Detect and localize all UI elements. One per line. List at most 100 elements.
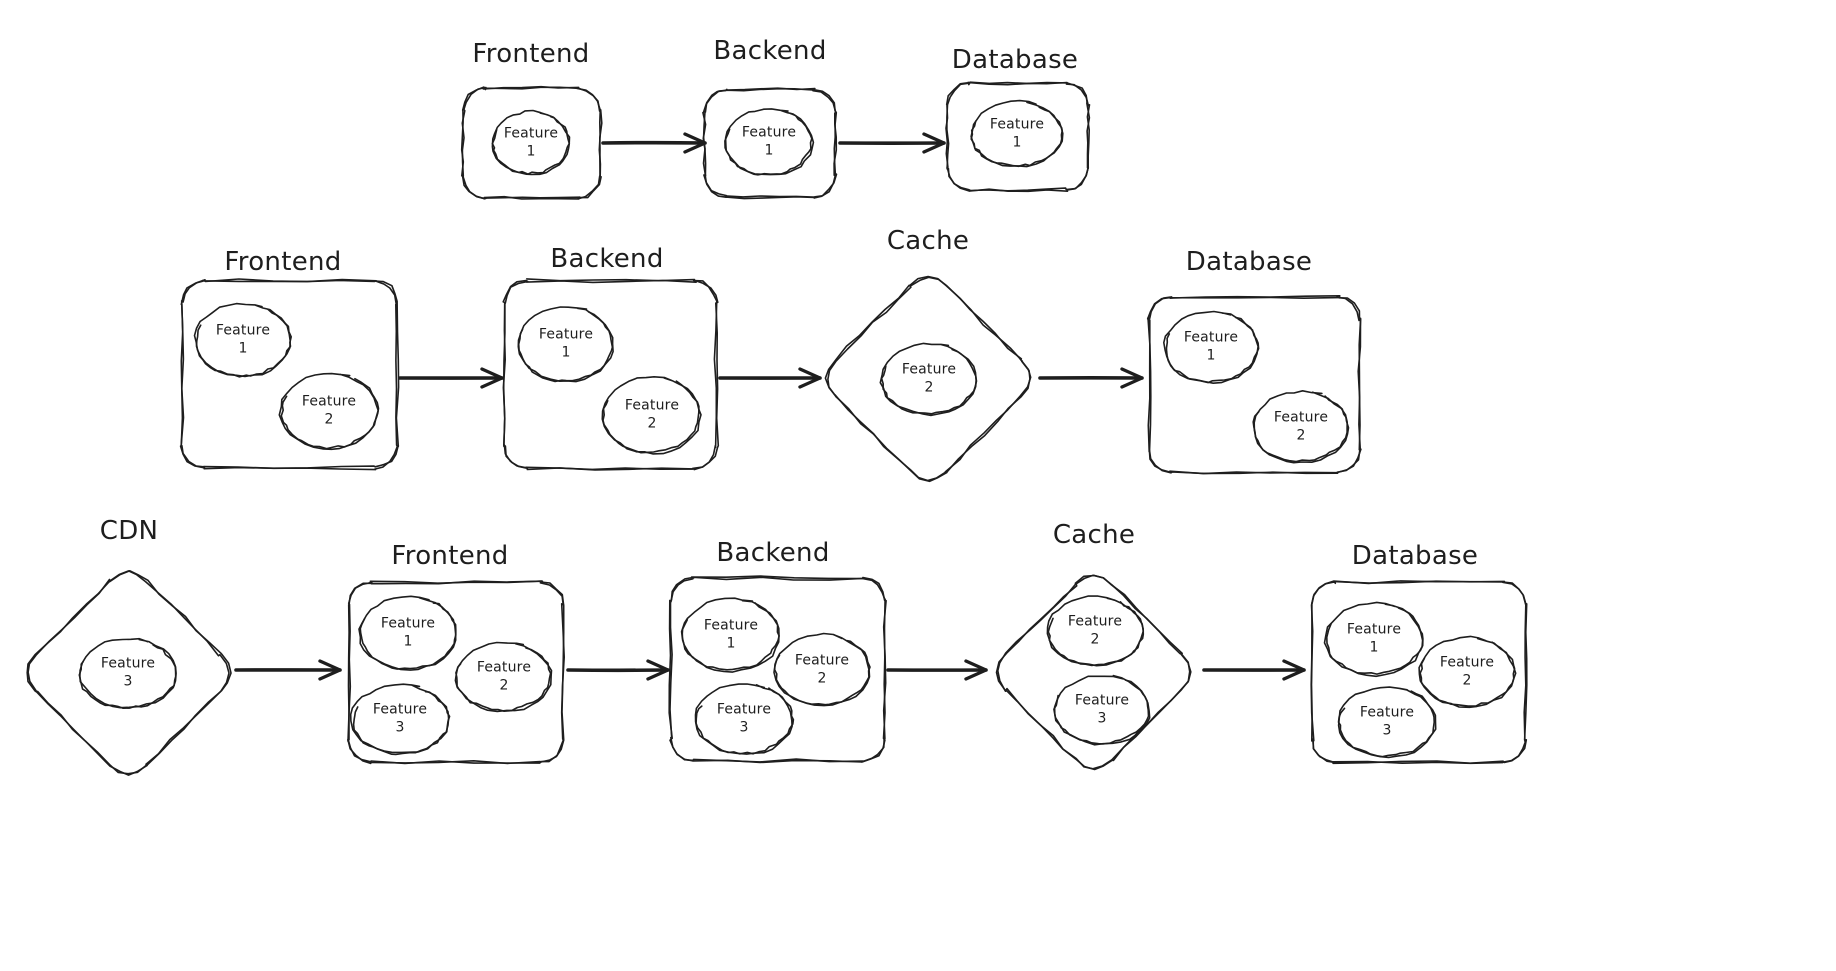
feature-label-r2-backend-1: Feature 2: [624, 397, 680, 432]
row-2: [179, 275, 1362, 483]
feature-circle-r3-backend-2[interactable]: [694, 683, 795, 755]
feature-label-r3-database-1: Feature 2: [1439, 654, 1495, 689]
feature-circle-r3-cdn-0[interactable]: [78, 637, 177, 709]
feature-label-r3-backend-2: Feature 3: [716, 701, 772, 736]
node-r1-frontend[interactable]: [460, 85, 603, 200]
feature-circle-r3-cache-0[interactable]: [1046, 595, 1145, 667]
feature-circle-r3-frontend-1[interactable]: [454, 641, 553, 713]
arrow-head: [683, 132, 707, 154]
node-r2-cache[interactable]: [824, 275, 1032, 483]
arrow-r3-frontend-to-r3-backend: [566, 659, 670, 681]
feature-circle-r3-cache-1[interactable]: [1053, 674, 1151, 746]
feature-ellipse-overdraw: [602, 380, 700, 454]
diamond-shape-overdraw: [26, 570, 230, 775]
feature-label-r2-frontend-0: Feature 1: [215, 322, 271, 357]
feature-ellipse-overdraw: [970, 106, 1063, 168]
feature-circle-r3-backend-1[interactable]: [773, 632, 871, 707]
feature-ellipse-overdraw: [1252, 395, 1348, 463]
rounded-rect-overdraw: [668, 576, 887, 764]
node-title-r1-backend: Backend: [713, 36, 827, 66]
feature-ellipse: [278, 372, 379, 451]
feature-ellipse-overdraw: [1165, 316, 1260, 384]
feature-ellipse-overdraw: [280, 377, 380, 450]
arrow-head: [1120, 367, 1144, 389]
node-title-r2-database: Database: [1185, 247, 1313, 277]
arrow-head: [318, 659, 342, 681]
rounded-rect-overdraw: [1310, 580, 1528, 765]
node-title-r2-backend: Backend: [550, 244, 664, 274]
feature-circle-r2-backend-1[interactable]: [601, 376, 702, 455]
feature-label-r3-cache-0: Feature 2: [1067, 613, 1123, 648]
node-r3-cache[interactable]: [995, 574, 1192, 771]
feature-ellipse-overdraw: [1419, 641, 1516, 707]
node-r3-backend[interactable]: [668, 575, 887, 764]
feature-circle-r2-frontend-0[interactable]: [193, 302, 292, 378]
node-r2-frontend[interactable]: [179, 278, 400, 471]
node-title-r1-frontend: Frontend: [472, 39, 590, 69]
feature-ellipse-overdraw: [773, 639, 871, 706]
arrow-r2-backend-to-r2-cache: [718, 367, 822, 389]
rounded-rect-overdraw: [702, 87, 838, 200]
feature-ellipse: [517, 306, 614, 383]
feature-circle-r3-frontend-0[interactable]: [358, 595, 457, 671]
feature-ellipse-overdraw: [1053, 679, 1150, 745]
node-r1-backend[interactable]: [702, 87, 838, 200]
feature-ellipse-overdraw: [1047, 601, 1145, 667]
node-title-r3-cache: Cache: [1052, 520, 1136, 550]
feature-circle-r1-database-0[interactable]: [970, 99, 1064, 168]
node-r2-database[interactable]: [1146, 295, 1362, 475]
feature-circle-r2-database-0[interactable]: [1163, 310, 1260, 384]
feature-circle-r1-backend-0[interactable]: [724, 108, 815, 176]
rounded-rect-overdraw: [347, 580, 565, 765]
node-r2-backend[interactable]: [502, 278, 720, 471]
feature-ellipse-overdraw: [78, 644, 177, 709]
rounded-rect-overdraw: [502, 278, 718, 471]
node-title-r2-frontend: Frontend: [224, 247, 342, 277]
feature-label-r3-cdn-0: Feature 3: [100, 655, 156, 690]
feature-label-r2-frontend-1: Feature 2: [301, 393, 357, 428]
feature-circle-r1-frontend-0[interactable]: [491, 109, 571, 176]
node-r3-frontend[interactable]: [347, 580, 565, 765]
feature-label-r3-database-0: Feature 1: [1346, 621, 1402, 656]
arrow-head: [964, 659, 988, 681]
feature-label-r3-cache-1: Feature 3: [1074, 692, 1130, 727]
arrow-r1-frontend-to-r1-backend: [601, 132, 707, 154]
feature-ellipse-overdraw: [695, 687, 795, 755]
node-r3-cdn[interactable]: [26, 570, 232, 776]
feature-ellipse-overdraw: [1326, 607, 1424, 675]
rounded-rect-overdraw: [945, 81, 1091, 192]
arrow-r1-backend-to-r1-database: [838, 132, 946, 154]
node-title-r1-database: Database: [951, 45, 1079, 75]
node-r3-database[interactable]: [1310, 580, 1528, 765]
feature-label-r2-database-1: Feature 2: [1273, 409, 1329, 444]
feature-ellipse-overdraw: [1337, 690, 1435, 758]
feature-ellipse-overdraw: [517, 311, 614, 383]
feature-label-r1-backend-0: Feature 1: [741, 124, 797, 159]
feature-circle-r2-backend-0[interactable]: [517, 306, 614, 383]
arrow-r2-frontend-to-r2-backend: [398, 367, 504, 389]
feature-ellipse-overdraw: [491, 116, 571, 175]
diamond-shape-overdraw: [827, 276, 1031, 483]
feature-label-r3-frontend-1: Feature 2: [476, 659, 532, 694]
rounded-rect-overdraw: [461, 86, 603, 200]
feature-ellipse-overdraw: [455, 647, 552, 712]
feature-circle-r2-database-1[interactable]: [1252, 390, 1350, 464]
arrow-r2-cache-to-r2-database: [1038, 367, 1144, 389]
feature-label-r3-database-2: Feature 3: [1359, 704, 1415, 739]
feature-circle-r2-cache-0[interactable]: [879, 342, 978, 417]
feature-label-r2-cache-0: Feature 2: [901, 361, 957, 396]
feature-label-r3-frontend-0: Feature 1: [380, 615, 436, 650]
feature-circle-r2-frontend-1[interactable]: [278, 372, 380, 451]
feature-label-r2-backend-0: Feature 1: [538, 326, 594, 361]
feature-circle-r3-frontend-2[interactable]: [349, 683, 451, 756]
feature-label-r1-database-0: Feature 1: [989, 116, 1045, 151]
arrow-head: [646, 659, 670, 681]
feature-circle-r3-database-1[interactable]: [1418, 635, 1517, 709]
feature-circle-r3-database-0[interactable]: [1323, 601, 1424, 678]
feature-label-r3-backend-1: Feature 2: [794, 652, 850, 687]
arrow-r3-cache-to-r3-database: [1202, 659, 1306, 681]
feature-circle-r3-backend-0[interactable]: [680, 597, 780, 673]
feature-circle-r3-database-2[interactable]: [1337, 686, 1437, 759]
node-r1-database[interactable]: [945, 81, 1091, 193]
